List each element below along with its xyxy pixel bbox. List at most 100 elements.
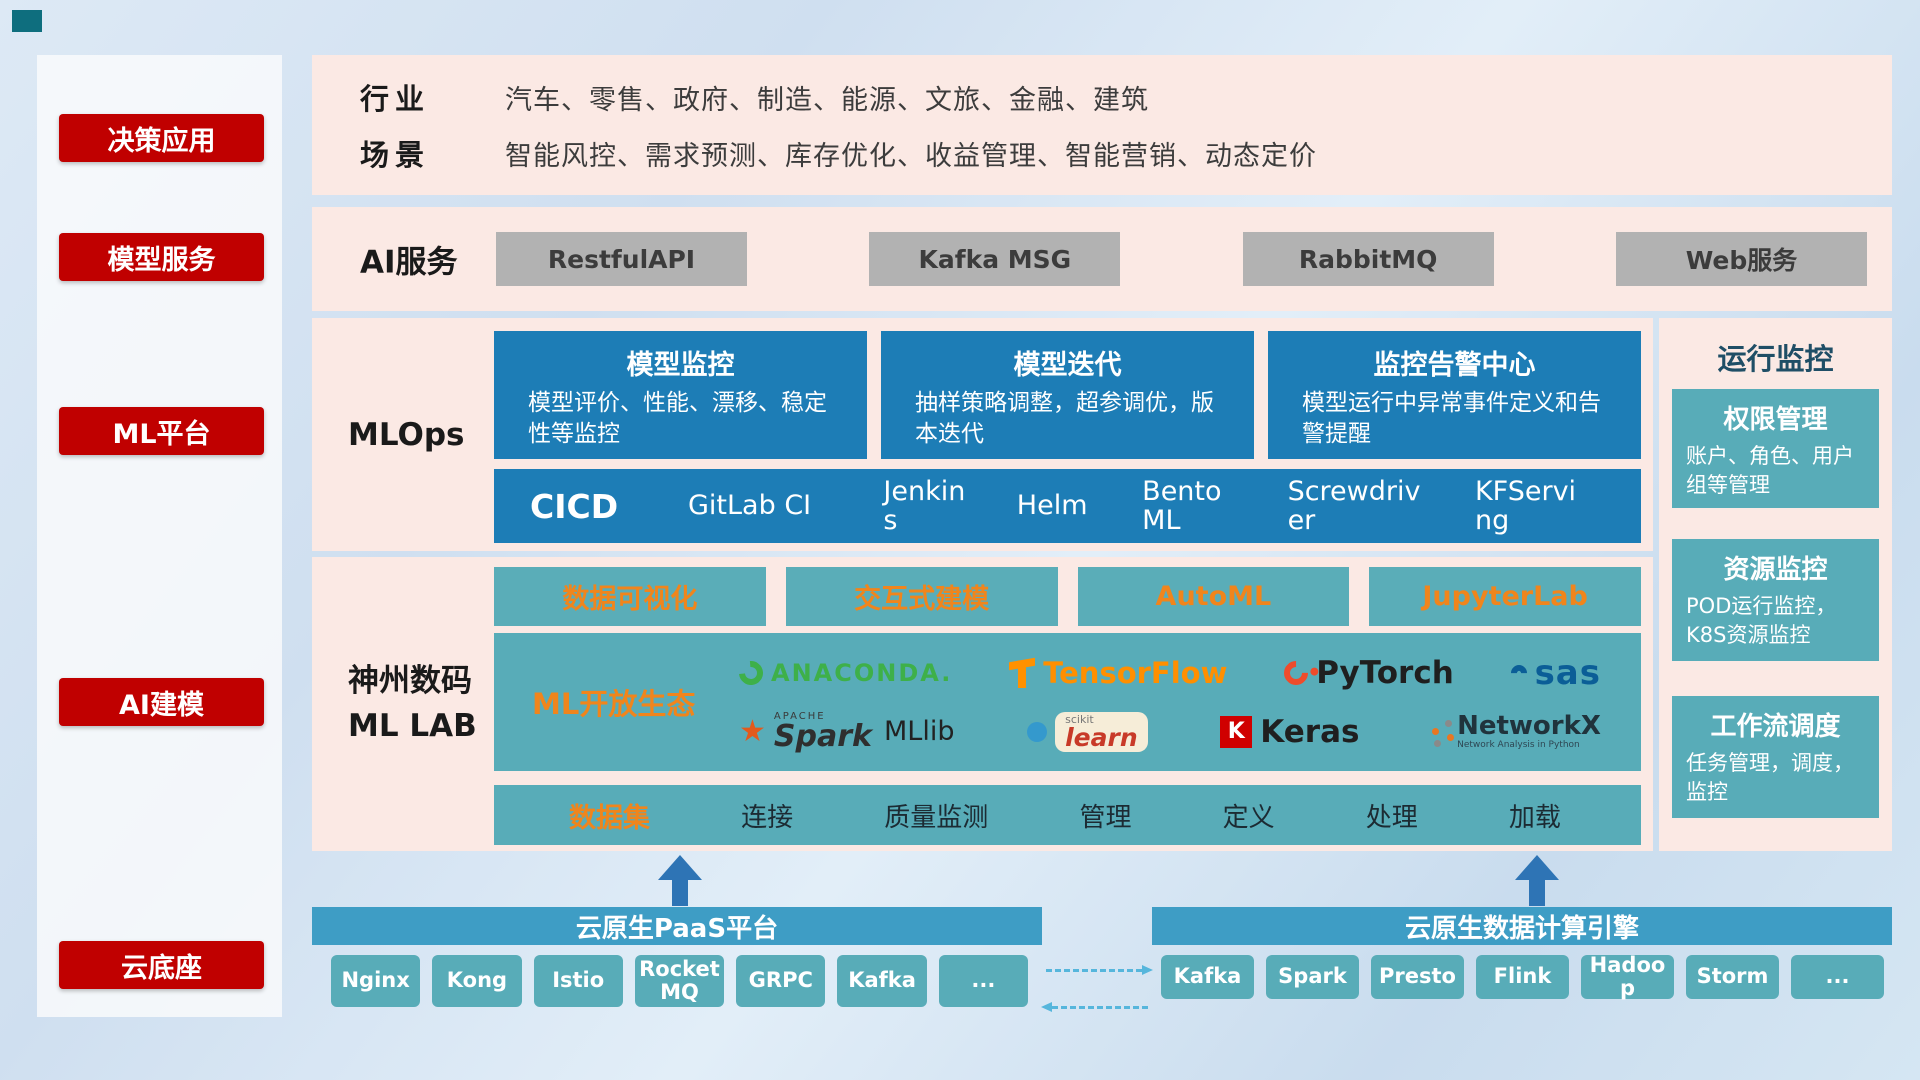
scikit-learn-icon <box>1027 721 1048 742</box>
dataset-load: 加载 <box>1508 802 1561 833</box>
restful-api-box: RestfulAPI <box>496 232 747 286</box>
paas-platform-header: 云原生PaaS平台 <box>312 907 1042 945</box>
ml-ecosystem-label: ML开放生态 <box>532 687 696 721</box>
spark-wordmark: APACHE Spark <box>773 710 872 754</box>
nginx-box: Nginx <box>331 955 421 1007</box>
cicd-bar: CICD GitLab CI Jenkins Helm BentoML Scre… <box>494 469 1641 543</box>
dataset-bar: 数据集 连接 质量监测 管理 定义 处理 加载 <box>494 785 1641 845</box>
mllab-label-line2: ML LAB <box>348 708 477 744</box>
dashed-arrow-right <box>1046 965 1153 975</box>
card-title: 资源监控 <box>1723 555 1828 585</box>
helm-item: Helm <box>1016 490 1088 522</box>
kafka-box: Kafka <box>837 955 927 1007</box>
card-title: 模型监控 <box>626 350 735 381</box>
dataset-label: 数据集 <box>569 802 650 834</box>
data-visualization-box: 数据可视化 <box>494 567 766 626</box>
scenario-list: 智能风控、需求预测、库存优化、收益管理、智能营销、动态定价 <box>505 140 1317 172</box>
more-box: ... <box>938 955 1028 1007</box>
rocketmq-box: RocketMQ <box>634 955 725 1007</box>
dataset-connect: 连接 <box>741 802 794 833</box>
anaconda-wordmark: ANACONDA. <box>771 658 953 687</box>
gitlab-ci-item: GitLab CI <box>688 490 812 522</box>
industry-label: 行业 <box>360 82 431 116</box>
kfserving-item: KFServing <box>1474 475 1577 536</box>
bentoml-item: BentoML <box>1142 475 1222 536</box>
tensorflow-wordmark: TensorFlow <box>1043 655 1228 690</box>
card-desc: POD运行监控，K8S资源监控 <box>1686 594 1837 648</box>
industry-list: 汽车、零售、政府、制造、能源、文旅、金融、建筑 <box>505 84 1149 116</box>
scenario-row: 场景 智能风控、需求预测、库存优化、收益管理、智能营销、动态定价 <box>360 132 1892 174</box>
pytorch-wordmark: PyTorch <box>1316 654 1454 691</box>
tensorflow-logo: TensorFlow <box>1009 656 1227 690</box>
left-sidebar: 决策应用 模型服务 ML平台 AI建模 云底座 <box>37 55 282 1017</box>
sidebar-item-ai-modeling: AI建模 <box>59 678 264 726</box>
logo-row-2: ★ APACHE Spark MLlib scikit learn <box>739 710 1621 754</box>
anaconda-logo: ANACONDA. <box>734 655 953 690</box>
up-arrow-left <box>658 855 702 907</box>
scenario-label: 场景 <box>360 138 431 172</box>
jenkins-item: Jenkins <box>883 475 966 536</box>
anaconda-icon <box>734 655 768 690</box>
hadoop-box: Hadoop <box>1581 953 1674 1000</box>
dataset-define: 定义 <box>1222 802 1275 833</box>
sas-wordmark: sas <box>1534 652 1601 693</box>
keras-icon: K <box>1220 715 1253 748</box>
corner-decoration <box>12 10 42 32</box>
interactive-modeling-box: 交互式建模 <box>785 567 1058 626</box>
keras-logo: K Keras <box>1220 714 1359 750</box>
spark-name: Spark <box>773 718 872 754</box>
kafka-msg-box: Kafka MSG <box>869 232 1121 286</box>
card-title: 监控告警中心 <box>1373 350 1536 381</box>
sidebar-item-cloud-base: 云底座 <box>59 941 264 989</box>
permission-management-card: 权限管理 账户、角色、用户组等管理 <box>1672 389 1879 508</box>
flink-box: Flink <box>1476 955 1569 999</box>
industry-row: 行业 汽车、零售、政府、制造、能源、文旅、金融、建筑 <box>360 76 1892 118</box>
card-desc: 模型运行中异常事件定义和告警提醒 <box>1302 390 1601 448</box>
up-arrow-right <box>1515 855 1559 907</box>
spark-engine-box: Spark <box>1266 955 1359 999</box>
spark-prefix: APACHE <box>773 710 826 722</box>
networkx-icon <box>1432 727 1440 735</box>
jupyterlab-box: JupyterLab <box>1369 567 1641 626</box>
automl-box: AutoML <box>1077 567 1350 626</box>
mlops-label: MLOps <box>348 416 465 453</box>
mlops-panel: MLOps 模型监控 模型评价、性能、漂移、稳定性等监控 模型迭代 抽样策略调整… <box>312 318 1653 551</box>
card-title: 模型迭代 <box>1013 350 1122 381</box>
dataset-quality: 质量监测 <box>884 802 989 833</box>
grpc-box: GRPC <box>736 955 826 1007</box>
dataset-process: 处理 <box>1365 802 1418 833</box>
sidebar-item-decision-apps: 决策应用 <box>59 114 264 162</box>
ai-service-label: AI服务 <box>360 244 458 281</box>
dataset-manage: 管理 <box>1079 802 1132 833</box>
scikit-name: learn <box>1065 722 1138 752</box>
pytorch-logo: PyTorch <box>1279 654 1454 691</box>
sidebar-item-ml-platform: ML平台 <box>59 407 264 455</box>
rabbitmq-box: RabbitMQ <box>1242 232 1494 286</box>
mlops-cards: 模型监控 模型评价、性能、漂移、稳定性等监控 模型迭代 抽样策略调整，超参调优，… <box>494 331 1641 459</box>
runtime-monitor-title: 运行监控 <box>1717 342 1834 376</box>
presto-box: Presto <box>1371 955 1464 999</box>
ai-service-panel: AI服务 RestfulAPI Kafka MSG RabbitMQ Web服务 <box>312 207 1892 311</box>
ml-ecosystem-box: ML开放生态 ANACONDA. TensorFlow PyTorch <box>494 633 1641 771</box>
networkx-wordmark: NetworkX Network Analysis in Python <box>1457 712 1601 750</box>
scikit-learn-logo: scikit learn <box>1027 711 1148 752</box>
web-service-box: Web服务 <box>1615 232 1867 286</box>
sidebar-item-model-services: 模型服务 <box>59 233 264 281</box>
spark-mllib-logo: ★ APACHE Spark MLlib <box>739 710 954 754</box>
sas-logo: sas <box>1507 652 1601 693</box>
keras-wordmark: Keras <box>1260 713 1360 750</box>
cicd-label: CICD <box>530 486 619 526</box>
model-iteration-card: 模型迭代 抽样策略调整，超参调优，版本迭代 <box>881 331 1254 459</box>
kong-box: Kong <box>432 955 522 1007</box>
networkx-tagline: Network Analysis in Python <box>1457 739 1580 750</box>
mllab-panel: 神州数码 ML LAB 数据可视化 交互式建模 AutoML JupyterLa… <box>312 557 1653 851</box>
engine-components: Kafka Spark Presto Flink Hadoop Storm ..… <box>1161 953 1884 1000</box>
networkx-name: NetworkX <box>1457 711 1601 742</box>
mllab-label: 神州数码 ML LAB <box>348 659 477 749</box>
model-monitoring-card: 模型监控 模型评价、性能、漂移、稳定性等监控 <box>494 331 867 459</box>
storm-box: Storm <box>1686 955 1779 999</box>
dashed-arrow-left <box>1041 1002 1148 1012</box>
logo-row-1: ANACONDA. TensorFlow PyTorch sas <box>734 652 1621 693</box>
alert-center-card: 监控告警中心 模型运行中异常事件定义和告警提醒 <box>1268 331 1641 459</box>
workflow-scheduler-card: 工作流调度 任务管理，调度，监控 <box>1672 696 1879 818</box>
